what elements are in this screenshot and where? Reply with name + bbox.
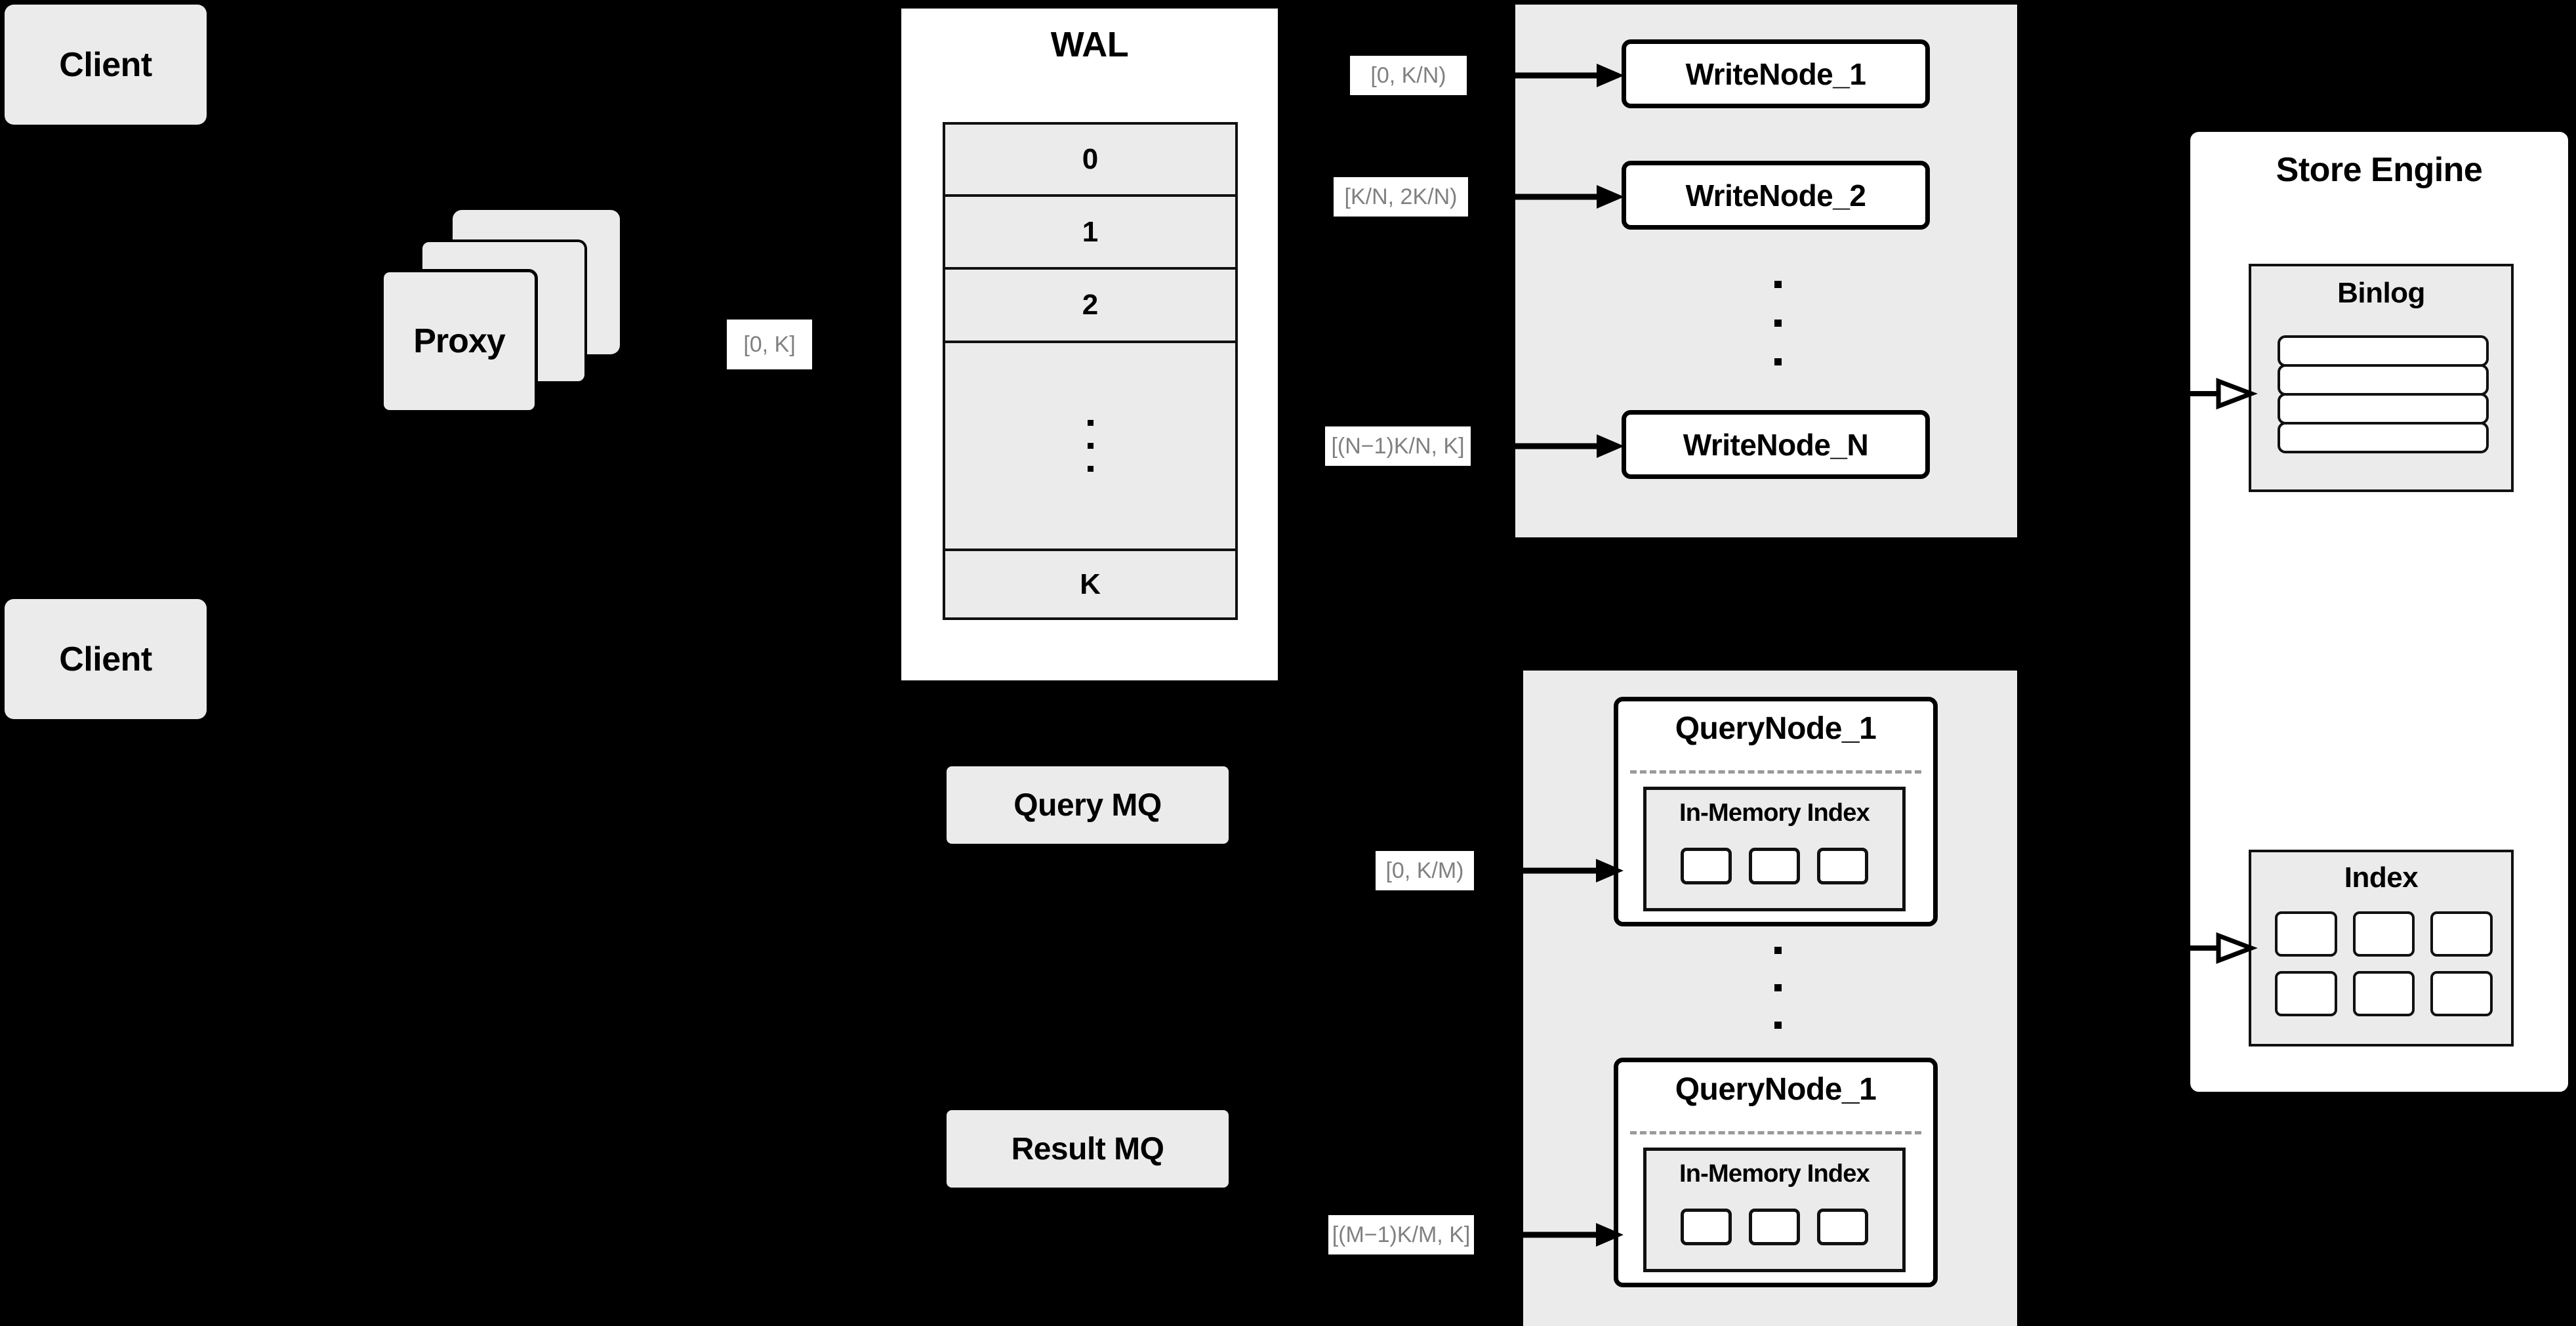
index-cell xyxy=(1749,848,1800,884)
query-mq-label: Query MQ xyxy=(1013,787,1162,823)
ellipsis-dot xyxy=(1774,1022,1782,1029)
arrow-to-query-node-2 xyxy=(1474,1223,1624,1247)
wal-table: 0 1 2 K xyxy=(943,122,1238,620)
query-node-1-title: QueryNode_1 xyxy=(1675,711,1877,746)
wal-row-ellipsis xyxy=(945,343,1235,552)
wal-row-value: K xyxy=(1080,568,1101,600)
range-label-proxy: [0, K] xyxy=(727,320,812,369)
write-node-n[interactable]: WriteNode_N xyxy=(1622,410,1930,479)
query-node-1-index-title: In-Memory Index xyxy=(1679,799,1870,827)
write-node-ellipsis xyxy=(1771,281,1784,365)
query-node-2-inmemory-index: In-Memory Index xyxy=(1643,1148,1906,1272)
index-title: Index xyxy=(2344,861,2419,894)
index-cell xyxy=(2352,971,2415,1016)
arrow-to-index xyxy=(2184,932,2258,964)
wal-row: 1 xyxy=(945,197,1235,270)
range-label-write-1: [0, K/N) xyxy=(1350,56,1467,95)
ellipsis-dot xyxy=(1774,947,1782,954)
arrow-to-write-node-1 xyxy=(1468,64,1624,87)
proxy-card-front[interactable]: Proxy xyxy=(380,269,538,413)
wal-row: 2 xyxy=(945,270,1235,344)
arrow-to-query-node-1 xyxy=(1474,859,1624,882)
binlog-row xyxy=(2278,335,2489,367)
ellipsis-dot xyxy=(1774,281,1782,288)
query-mq-box[interactable]: Query MQ xyxy=(947,766,1229,844)
ellipsis-dot xyxy=(1774,358,1782,365)
binlog-title: Binlog xyxy=(2337,277,2425,309)
client-label-top: Client xyxy=(59,45,152,84)
wal-row: K xyxy=(945,551,1235,617)
query-node-ellipsis xyxy=(1771,947,1784,1029)
wal-row-value: 1 xyxy=(1082,215,1099,248)
arrow-to-write-node-n xyxy=(1471,434,1624,458)
store-engine-title: Store Engine xyxy=(2276,151,2483,189)
query-node-1-index-cells xyxy=(1661,848,1888,884)
query-node-2-index-title: In-Memory Index xyxy=(1679,1160,1870,1188)
arrow-to-binlog xyxy=(2184,377,2258,410)
client-label-bottom: Client xyxy=(59,640,152,678)
query-node-1-inmemory-index: In-Memory Index xyxy=(1643,787,1906,911)
index-cell xyxy=(1681,848,1732,884)
write-node-2-label: WriteNode_2 xyxy=(1685,178,1866,213)
client-box-top[interactable]: Client xyxy=(5,5,207,125)
wal-row: 0 xyxy=(945,125,1235,197)
wal-row-value: 0 xyxy=(1082,142,1099,175)
range-label-query-m: [(M−1)K/M, K] xyxy=(1328,1215,1474,1254)
result-mq-label: Result MQ xyxy=(1011,1131,1164,1167)
write-node-1-label: WriteNode_1 xyxy=(1685,56,1866,91)
arrow-to-write-node-2 xyxy=(1468,185,1624,209)
index-cell xyxy=(1817,1209,1868,1245)
query-node-2-index-cells xyxy=(1661,1209,1888,1245)
query-node-2[interactable]: QueryNode_1 In-Memory Index xyxy=(1614,1058,1938,1287)
index-grid xyxy=(2275,911,2493,1016)
range-label-query-1: [0, K/M) xyxy=(1376,851,1474,890)
index-cell xyxy=(2430,911,2493,957)
client-box-bottom[interactable]: Client xyxy=(5,599,207,719)
wal-title: WAL xyxy=(1050,25,1129,64)
query-node-2-separator xyxy=(1630,1131,1921,1134)
binlog-row xyxy=(2278,364,2489,396)
index-cell xyxy=(2430,971,2493,1016)
proxy-stack[interactable]: Proxy xyxy=(380,210,669,433)
range-label-write-1-text: [0, K/N) xyxy=(1370,62,1446,88)
range-label-proxy-text: [0, K] xyxy=(743,331,796,357)
range-label-write-2: [K/N, 2K/N) xyxy=(1334,177,1468,217)
range-label-write-n: [(N−1)K/N, K] xyxy=(1325,426,1471,466)
binlog-rows xyxy=(2278,335,2489,453)
range-label-write-n-text: [(N−1)K/N, K] xyxy=(1331,433,1465,459)
write-node-1[interactable]: WriteNode_1 xyxy=(1622,39,1930,108)
index-box: Index xyxy=(2249,850,2514,1046)
range-label-query-m-text: [(M−1)K/M, K] xyxy=(1332,1222,1471,1247)
index-cell xyxy=(1681,1209,1732,1245)
index-cell xyxy=(1817,848,1868,884)
ellipsis-dot xyxy=(1087,466,1094,472)
binlog-box: Binlog xyxy=(2249,264,2514,492)
write-node-n-label: WriteNode_N xyxy=(1683,427,1869,462)
ellipsis-dot xyxy=(1774,984,1782,991)
index-cell xyxy=(2275,911,2337,957)
proxy-label: Proxy xyxy=(413,322,506,360)
ellipsis-dot xyxy=(1087,443,1094,449)
wal-row-value: 2 xyxy=(1082,289,1099,321)
ellipsis-dot xyxy=(1087,420,1094,426)
query-node-1[interactable]: QueryNode_1 In-Memory Index xyxy=(1614,697,1938,926)
binlog-row xyxy=(2278,393,2489,425)
ellipsis-dot xyxy=(1774,320,1782,327)
range-label-query-1-text: [0, K/M) xyxy=(1385,858,1464,883)
index-cell xyxy=(2275,971,2337,1016)
result-mq-box[interactable]: Result MQ xyxy=(947,1110,1229,1188)
index-cell xyxy=(2352,911,2415,957)
index-cell xyxy=(1749,1209,1800,1245)
query-node-1-separator xyxy=(1630,770,1921,774)
range-label-write-2-text: [K/N, 2K/N) xyxy=(1344,184,1458,209)
query-node-2-title: QueryNode_1 xyxy=(1675,1072,1877,1107)
write-node-2[interactable]: WriteNode_2 xyxy=(1622,161,1930,230)
binlog-row xyxy=(2278,422,2489,453)
